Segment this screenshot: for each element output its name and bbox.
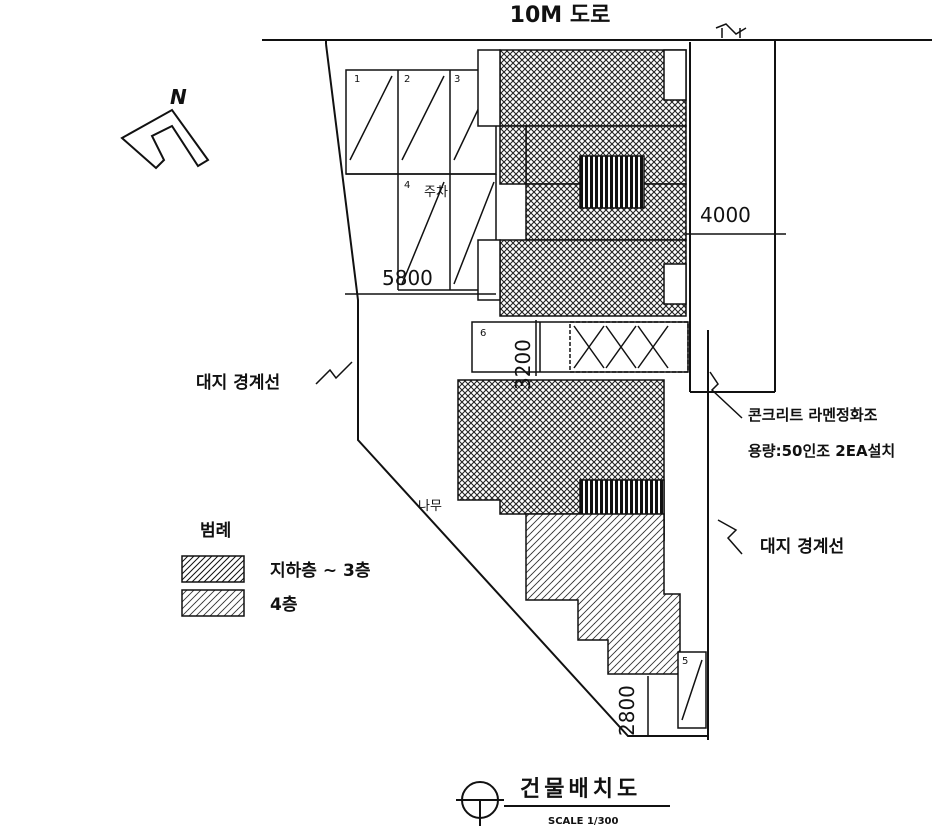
lower-building bbox=[457, 379, 707, 729]
boundary-label-left: 대지 경계선 bbox=[196, 373, 280, 393]
road-label: 10M 도로 bbox=[510, 3, 611, 28]
road-break-symbol bbox=[715, 23, 747, 38]
legend-swatch-2 bbox=[181, 589, 245, 617]
parking-number-4: 4 bbox=[404, 180, 410, 191]
title-main: 건물배치도 bbox=[520, 777, 641, 802]
parking-number-3: 3 bbox=[454, 74, 460, 85]
legend-label-2: 4층 bbox=[270, 595, 298, 615]
dimension-lines bbox=[345, 233, 786, 736]
dimension-3200: 3200 bbox=[511, 339, 535, 390]
legend-label-1: 지하층 ~ 3층 bbox=[270, 561, 371, 581]
parking-word: 주차 bbox=[424, 185, 448, 200]
parking-number-2: 2 bbox=[404, 74, 410, 85]
middle-strip bbox=[471, 321, 689, 373]
upper-building bbox=[477, 49, 687, 317]
boundary-leader-right bbox=[717, 519, 743, 555]
tree-label: 나무 bbox=[418, 499, 442, 514]
dimension-2800: 2800 bbox=[615, 685, 639, 736]
septic-note-line1: 콘크리트 라멘정화조 bbox=[748, 406, 878, 424]
parking-number-5: 5 bbox=[682, 656, 688, 667]
site-boundary bbox=[325, 40, 776, 740]
septic-leader bbox=[709, 371, 743, 419]
dimension-5800: 5800 bbox=[382, 266, 433, 290]
parking-number-1: 1 bbox=[354, 74, 360, 85]
parking-number-6: 6 bbox=[480, 328, 486, 339]
septic-note-line2: 용량:50인조 2EA설치 bbox=[748, 442, 895, 460]
parking-area bbox=[345, 69, 497, 291]
boundary-label-right: 대지 경계선 bbox=[760, 537, 844, 557]
boundary-leader-left bbox=[315, 361, 353, 385]
legend-swatch-1 bbox=[181, 555, 245, 583]
title-symbol bbox=[456, 781, 670, 826]
dimension-4000: 4000 bbox=[700, 203, 751, 227]
legend-title: 범례 bbox=[200, 521, 231, 541]
title-scale: SCALE 1/300 bbox=[548, 816, 618, 827]
north-label: N bbox=[170, 85, 187, 109]
north-arrow bbox=[120, 108, 210, 170]
